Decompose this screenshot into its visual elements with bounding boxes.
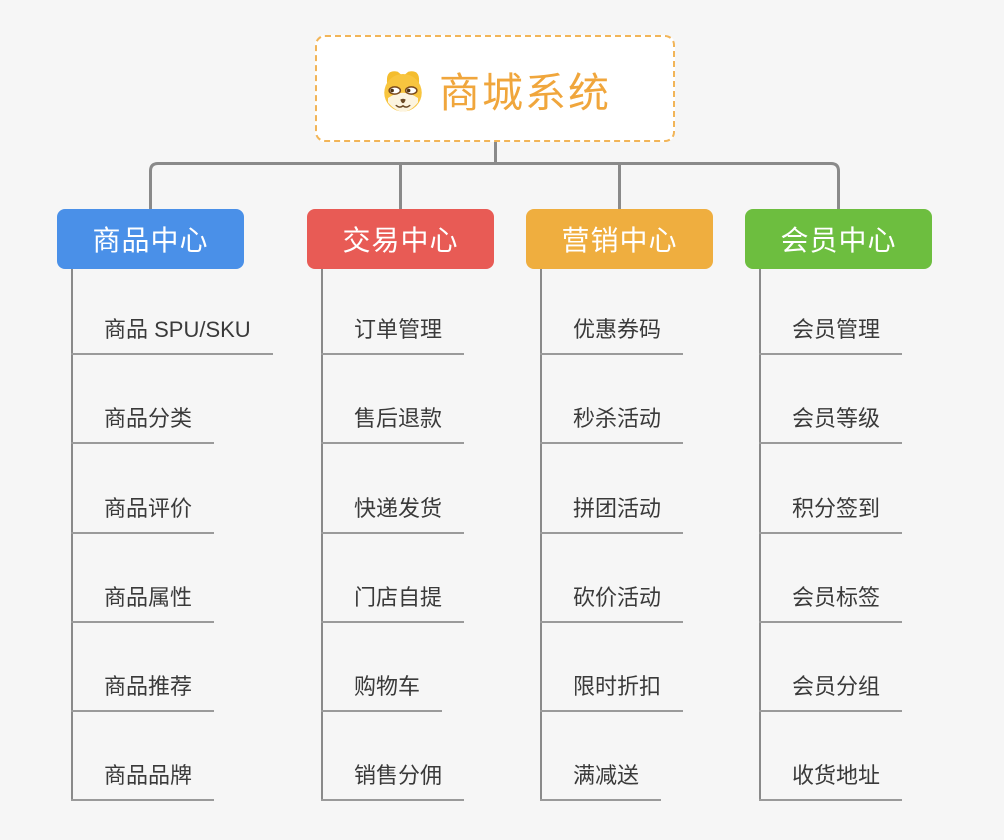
leaf-node[interactable]: 积分签到 [759, 494, 903, 534]
leaf-node[interactable]: 收货地址 [759, 761, 903, 801]
leaf-node[interactable]: 砍价活动 [540, 583, 684, 623]
branch-children-member-center: 会员管理 会员等级 积分签到 会员标签 会员分组 收货地址 [759, 269, 1004, 809]
branch-leg-line [540, 269, 542, 800]
branch-leg-line [321, 269, 323, 800]
branch-node-marketing-center[interactable]: 营销中心 [526, 209, 713, 269]
branch-children-trade-center: 订单管理 售后退款 快递发货 门店自提 购物车 销售分佣 [321, 269, 581, 809]
leaf-node[interactable]: 商品分类 [71, 404, 215, 444]
branch-leg-line [71, 269, 73, 800]
root-node[interactable]: 商城系统 [315, 35, 675, 142]
doge-face-icon [379, 65, 427, 113]
branch-leg-line [759, 269, 761, 800]
leaf-node[interactable]: 会员等级 [759, 404, 903, 444]
branch-node-member-center[interactable]: 会员中心 [745, 209, 932, 269]
leaf-node[interactable]: 销售分佣 [321, 761, 465, 801]
leaf-node[interactable]: 快递发货 [321, 494, 465, 534]
leaf-node[interactable]: 秒杀活动 [540, 404, 684, 444]
leaf-node[interactable]: 门店自提 [321, 583, 465, 623]
leaf-node[interactable]: 会员标签 [759, 583, 903, 623]
branch-node-product-center[interactable]: 商品中心 [57, 209, 244, 269]
branch-children-product-center: 商品 SPU/SKU 商品分类 商品评价 商品属性 商品推荐 商品品牌 [71, 269, 331, 809]
leaf-node[interactable]: 商品推荐 [71, 672, 215, 712]
leaf-node[interactable]: 商品品牌 [71, 761, 215, 801]
leaf-node[interactable]: 商品 SPU/SKU [71, 315, 273, 355]
leaf-node[interactable]: 商品属性 [71, 583, 215, 623]
leaf-node[interactable]: 购物车 [321, 672, 443, 712]
leaf-node[interactable]: 商品评价 [71, 494, 215, 534]
leaf-node[interactable]: 优惠券码 [540, 315, 684, 355]
branch-node-trade-center[interactable]: 交易中心 [307, 209, 494, 269]
leaf-node[interactable]: 售后退款 [321, 404, 465, 444]
leaf-node[interactable]: 限时折扣 [540, 672, 684, 712]
leaf-node[interactable]: 拼团活动 [540, 494, 684, 534]
leaf-node[interactable]: 会员分组 [759, 672, 903, 712]
leaf-node[interactable]: 会员管理 [759, 315, 903, 355]
root-title: 商城系统 [439, 69, 611, 116]
leaf-node[interactable]: 满减送 [540, 761, 662, 801]
leaf-node[interactable]: 订单管理 [321, 315, 465, 355]
branch-children-marketing-center: 优惠券码 秒杀活动 拼团活动 砍价活动 限时折扣 满减送 [540, 269, 800, 809]
